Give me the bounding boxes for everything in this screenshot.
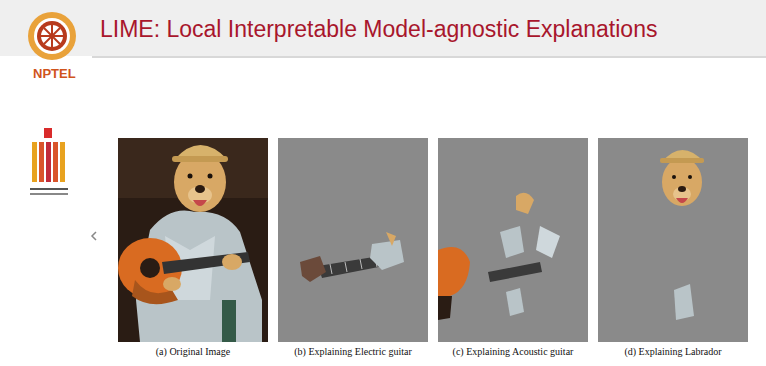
figure-caption: (a) Original Image xyxy=(113,346,273,357)
slide-title: LIME: Local Interpretable Model-agnostic… xyxy=(100,16,657,43)
figure-caption: (b) Explaining Electric guitar xyxy=(273,346,433,357)
figure-caption: (d) Explaining Labrador xyxy=(593,346,753,357)
logo-label: NPTEL xyxy=(33,66,76,81)
image-panel: (d) Explaining Labrador xyxy=(593,138,753,362)
image-panel: (a) Original Image xyxy=(113,138,273,362)
image-panel: (c) Explaining Acoustic guitar xyxy=(433,138,593,362)
image-panel: (b) Explaining Electric guitar xyxy=(273,138,433,362)
figure-caption: (c) Explaining Acoustic guitar xyxy=(433,346,593,357)
